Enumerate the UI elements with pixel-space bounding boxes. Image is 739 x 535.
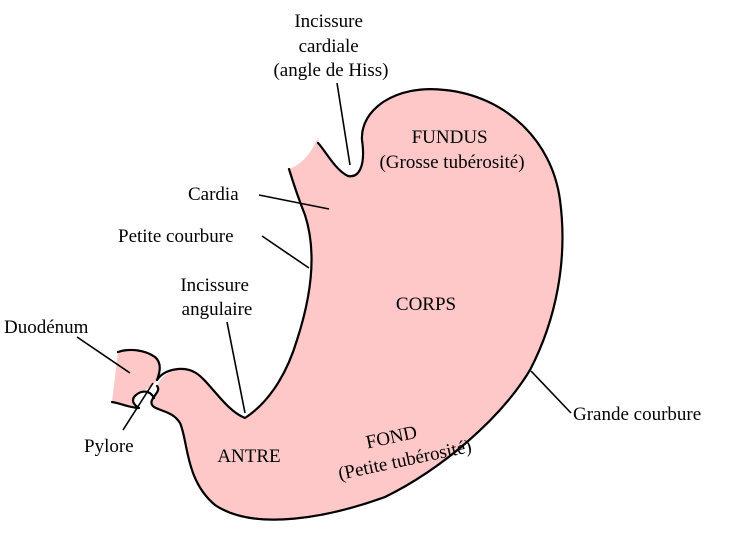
label-pylore: Pylore [84, 436, 134, 457]
label-antre: ANTRE [217, 446, 280, 467]
greater-curvature-outline [150, 88, 564, 521]
duodenum-outline [110, 348, 161, 410]
lesser-curvature-outline [155, 167, 313, 420]
incissure-angulaire-leader [226, 321, 246, 414]
label-grande-courbure: Grande courbure [573, 404, 701, 425]
label-incissure-angulaire: Incissure angulaire [180, 275, 253, 320]
label-petite-courbure: Petite courbure [118, 226, 234, 247]
label-incissure-cardiale: Incissure cardiale (angle de Hiss) [273, 11, 388, 81]
label-cardia: Cardia [188, 184, 239, 205]
petite-courbure-leader [261, 235, 310, 269]
label-corps: CORPS [396, 294, 456, 315]
grande-courbure-leader [530, 370, 572, 414]
duodenum-leader [76, 336, 131, 374]
cardia-leader [258, 194, 330, 210]
pylore-leader [122, 382, 154, 431]
label-duodenum: Duodénum [4, 317, 89, 338]
label-fundus: FUNDUS (Grosse tubérosité) [379, 127, 524, 173]
incissure-cardiale-leader [336, 82, 351, 166]
duodenum-shape [112, 349, 160, 408]
